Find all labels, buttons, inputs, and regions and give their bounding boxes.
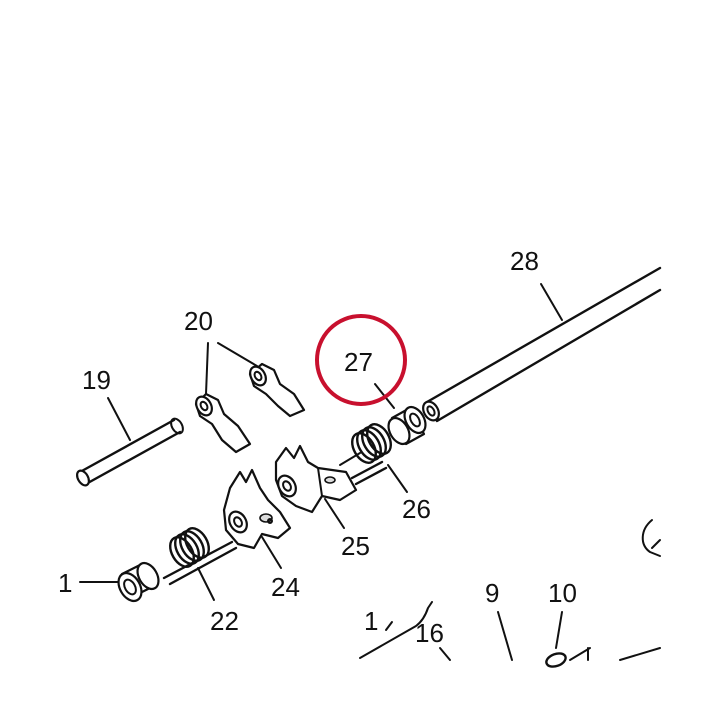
highlight-circle bbox=[315, 314, 407, 406]
callout-label-10: 10 bbox=[548, 578, 577, 608]
callout-label-27: 27 bbox=[344, 347, 373, 377]
part-25-rocker-arm[interactable] bbox=[274, 444, 358, 514]
callout-label-25: 25 bbox=[341, 531, 370, 561]
callout-label-9: 9 bbox=[485, 578, 499, 608]
leader-lines bbox=[79, 283, 563, 661]
part-27-spacer[interactable] bbox=[384, 403, 430, 447]
callout-label-20: 20 bbox=[184, 306, 213, 336]
part-1-bushing[interactable] bbox=[114, 559, 163, 605]
callout-label-26: 26 bbox=[402, 494, 431, 524]
part-28-shaft[interactable] bbox=[420, 266, 662, 423]
callout-label-1-group: 1 bbox=[364, 606, 378, 636]
callout-label-24: 24 bbox=[271, 572, 300, 602]
callout-label-28: 28 bbox=[510, 246, 539, 276]
part-26-spring[interactable] bbox=[339, 420, 396, 486]
callout-label-19: 19 bbox=[82, 365, 111, 395]
callout-label-22: 22 bbox=[210, 606, 239, 636]
part-20-arm-left[interactable] bbox=[193, 392, 252, 454]
callout-label-1: 1 bbox=[58, 568, 72, 598]
lower-assembly-hint bbox=[619, 519, 661, 661]
part-20-arm-right[interactable] bbox=[247, 362, 306, 418]
group-bracket-1 bbox=[359, 601, 433, 659]
part-10-ring[interactable] bbox=[545, 647, 591, 669]
part-22-spring[interactable] bbox=[162, 524, 238, 586]
callout-label-16: 16 bbox=[415, 618, 444, 648]
part-24-rocker-arm[interactable] bbox=[222, 468, 292, 550]
part-19-pin[interactable] bbox=[75, 417, 186, 488]
